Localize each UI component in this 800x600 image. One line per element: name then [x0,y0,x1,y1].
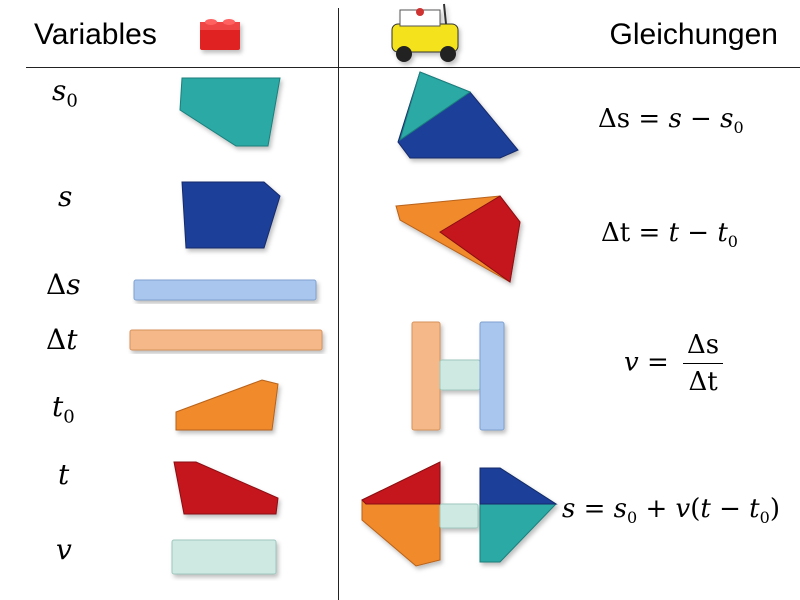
var-label-delta-t: Δt [46,323,78,356]
header-divider [26,67,800,68]
piece-s0-teal [179,77,281,147]
var-label-delta-s: Δs [46,268,81,301]
variables-header: Variables [34,18,157,51]
equations-header: Gleichungen [609,18,778,51]
assembly-delta-t [395,195,521,283]
equation-position: s = s0 + v(t − t0) [562,494,780,528]
piece-s-navy [181,181,281,249]
assembly-position [361,461,558,567]
assembly-velocity [411,321,505,431]
var-label-t: t [58,458,70,491]
equation-delta-t: Δt = t − t0 [601,218,738,252]
var-label-v: v [56,533,72,566]
piece-t0-orange [175,379,279,431]
var-label-s0: s0 [52,74,78,112]
equation-delta-s: Δs = s − s0 [598,104,744,138]
assembly-delta-s [397,71,519,159]
piece-v-mint [171,539,277,575]
column-divider [338,8,339,600]
var-label-s: s [58,180,73,213]
piece-t-red [173,461,279,515]
var-label-t0: t0 [52,390,75,428]
piece-delta-s-lightblue [133,279,317,301]
red-brick-icon [200,19,240,50]
piece-delta-t-peach [129,329,323,351]
lego-car-icon [391,3,459,62]
